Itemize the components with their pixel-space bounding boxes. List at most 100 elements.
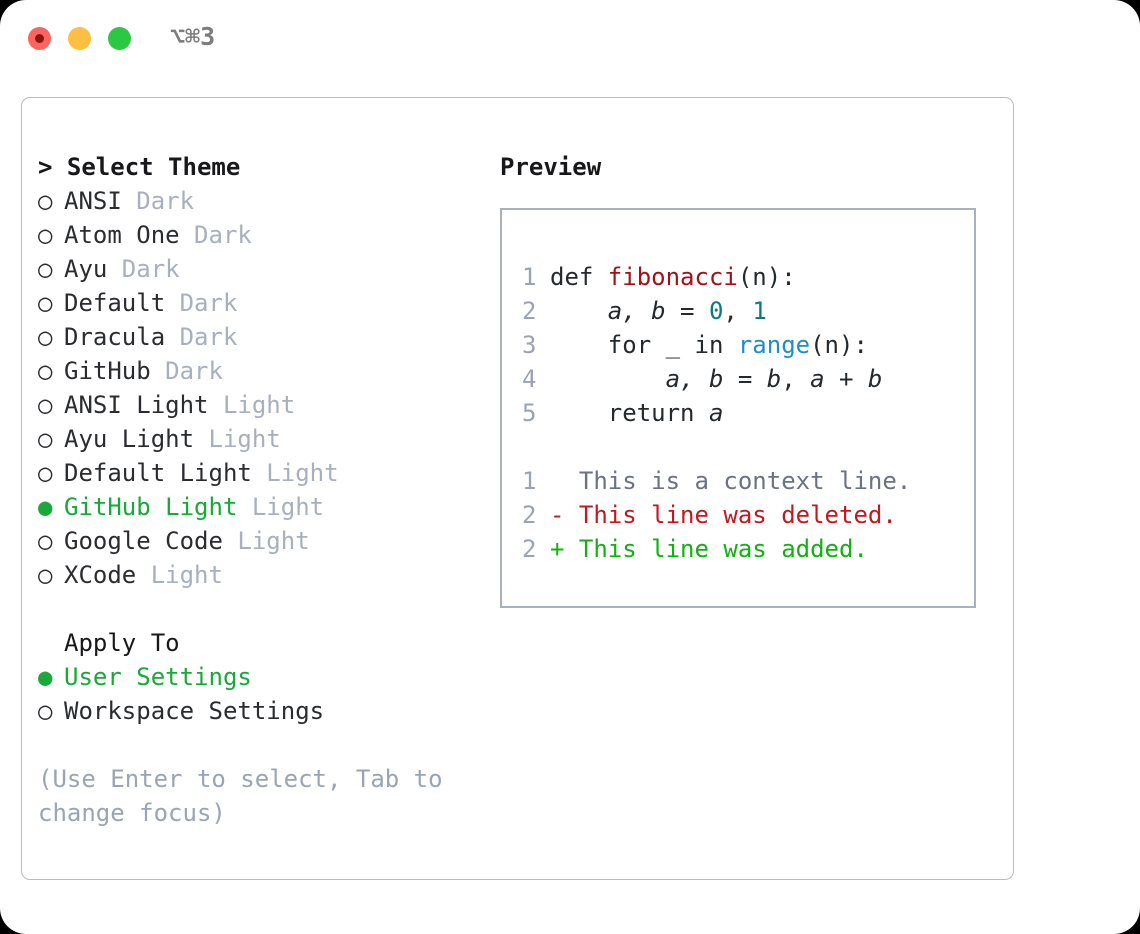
theme-option-atom-one[interactable]: ○Atom One Dark <box>38 218 478 252</box>
code-token: def <box>550 263 608 291</box>
radio-unselected-icon: ○ <box>38 425 53 453</box>
diff-text: This is a context line. <box>578 467 912 495</box>
theme-option-label: Default Light <box>64 459 252 487</box>
close-button-icon[interactable] <box>28 27 51 50</box>
code-line-number: 3 <box>522 331 537 359</box>
apply-to-heading: Apply To <box>64 629 180 657</box>
title-bar: ⌥⌘3 <box>0 0 1140 78</box>
maximize-button-icon[interactable] <box>108 27 131 50</box>
radio-unselected-icon: ○ <box>38 357 53 385</box>
diff-line-add: 2+ This line was added. <box>522 532 911 566</box>
code-token <box>550 365 666 393</box>
theme-option-default[interactable]: ○ Default Dark <box>38 286 478 320</box>
code-token: range <box>737 331 811 359</box>
radio-unselected-icon: ○ <box>38 255 53 283</box>
diff-marker: - <box>550 501 579 529</box>
theme-option-ayu-light[interactable]: ○ Ayu Light Light <box>38 422 478 456</box>
theme-option-label: XCode <box>64 561 137 589</box>
apply-to-option-list[interactable]: ●User Settings ○ Workspace Settings <box>38 660 478 728</box>
theme-option-list[interactable]: ○ANSI Dark○Atom One Dark○Ayu Dark○Defaul… <box>38 184 478 592</box>
diff-marker <box>550 467 579 495</box>
theme-option-label: Default <box>64 289 166 317</box>
code-token: (n): <box>810 331 868 359</box>
apply-to-option-user-settings[interactable]: ●User Settings <box>38 660 478 694</box>
code-line: 1 def fibonacci(n): <box>522 260 882 294</box>
diff-line-number: 2 <box>522 501 537 529</box>
theme-option-tag: Light <box>194 425 281 453</box>
theme-option-label: Ayu <box>64 255 108 283</box>
keyboard-hint-text: (Use Enter to select, Tab to change focu… <box>38 765 458 827</box>
diff-line-ctx: 1 This is a context line. <box>522 464 911 498</box>
theme-option-tag: Light <box>222 527 310 555</box>
theme-option-tag: Light <box>251 459 339 487</box>
theme-option-label: Atom One <box>64 221 180 249</box>
apply-to-option-label: Workspace Settings <box>64 697 325 725</box>
theme-option-label: GitHub <box>64 357 151 385</box>
keyboard-shortcut-label: ⌥⌘3 <box>170 22 216 51</box>
theme-option-ansi-light[interactable]: ○ANSI Light Light <box>38 388 478 422</box>
theme-option-label: ANSI <box>64 187 122 215</box>
diff-line-del: 2- This line was deleted. <box>522 498 911 532</box>
select-theme-heading: > Select Theme <box>38 153 241 181</box>
theme-option-github-light[interactable]: ● GitHub Light Light <box>38 490 478 524</box>
theme-option-label: Ayu Light <box>64 425 195 453</box>
theme-option-github[interactable]: ○GitHub Dark <box>38 354 478 388</box>
code-token: 0 <box>708 297 724 325</box>
code-token: (n): <box>737 263 796 291</box>
code-token: , <box>723 297 753 325</box>
code-token: in <box>680 331 738 359</box>
radio-unselected-icon: ○ <box>38 323 53 351</box>
theme-option-tag: Light <box>136 561 223 589</box>
code-line-number: 4 <box>522 365 537 393</box>
radio-unselected-icon: ○ <box>38 289 53 317</box>
preview-heading: Preview <box>500 153 602 181</box>
main-panel: > Select Theme ○ANSI Dark○Atom One Dark○… <box>21 97 1014 880</box>
code-token: a <box>708 399 724 427</box>
code-token: return <box>550 399 709 427</box>
code-line-number: 2 <box>522 297 537 325</box>
theme-option-tag: Dark <box>179 221 252 249</box>
radio-unselected-icon: ○ <box>38 561 53 589</box>
code-line: 4 a, b = b, a + b <box>522 362 882 396</box>
code-token: a + b <box>810 365 883 393</box>
code-line-number: 5 <box>522 399 537 427</box>
code-token: b <box>766 365 782 393</box>
theme-option-ayu[interactable]: ○ Ayu Dark <box>38 252 478 286</box>
theme-picker-column: > Select Theme ○ANSI Dark○Atom One Dark○… <box>38 150 478 830</box>
theme-option-label: Dracula <box>64 323 166 351</box>
code-token: 1 <box>752 297 767 325</box>
code-token: for <box>550 331 666 359</box>
apply-to-option-workspace-settings[interactable]: ○ Workspace Settings <box>38 694 478 728</box>
theme-option-google-code[interactable]: ○Google Code Light <box>38 524 478 558</box>
code-token: , <box>781 365 811 393</box>
theme-option-tag: Light <box>237 493 325 521</box>
diff-text: This line was deleted. <box>578 501 897 529</box>
theme-option-tag: Dark <box>107 255 180 283</box>
diff-line-number: 2 <box>522 535 537 563</box>
theme-option-ansi[interactable]: ○ANSI Dark <box>38 184 478 218</box>
radio-unselected-icon: ○ <box>38 391 53 419</box>
radio-unselected-icon: ○ <box>38 697 53 725</box>
theme-option-tag: Dark <box>165 289 238 317</box>
theme-option-label: ANSI Light <box>64 391 209 419</box>
theme-option-default-light[interactable]: ○Default Light Light <box>38 456 478 490</box>
theme-option-dracula[interactable]: ○ Dracula Dark <box>38 320 478 354</box>
theme-option-label: GitHub Light <box>64 493 238 521</box>
radio-unselected-icon: ○ <box>38 187 53 215</box>
code-token: = <box>665 297 709 325</box>
radio-selected-icon: ● <box>38 493 53 521</box>
code-token: a, b <box>665 365 724 393</box>
theme-option-tag: Dark <box>165 323 238 351</box>
diff-line-number: 1 <box>522 467 537 495</box>
code-token: fibonacci <box>607 263 738 291</box>
radio-unselected-icon: ○ <box>38 527 53 555</box>
theme-option-xcode[interactable]: ○ XCode Light <box>38 558 478 592</box>
minimize-button-icon[interactable] <box>68 27 91 50</box>
code-token: = <box>723 365 767 393</box>
code-line-number: 1 <box>522 263 537 291</box>
code-line: 5 return a <box>522 396 882 430</box>
